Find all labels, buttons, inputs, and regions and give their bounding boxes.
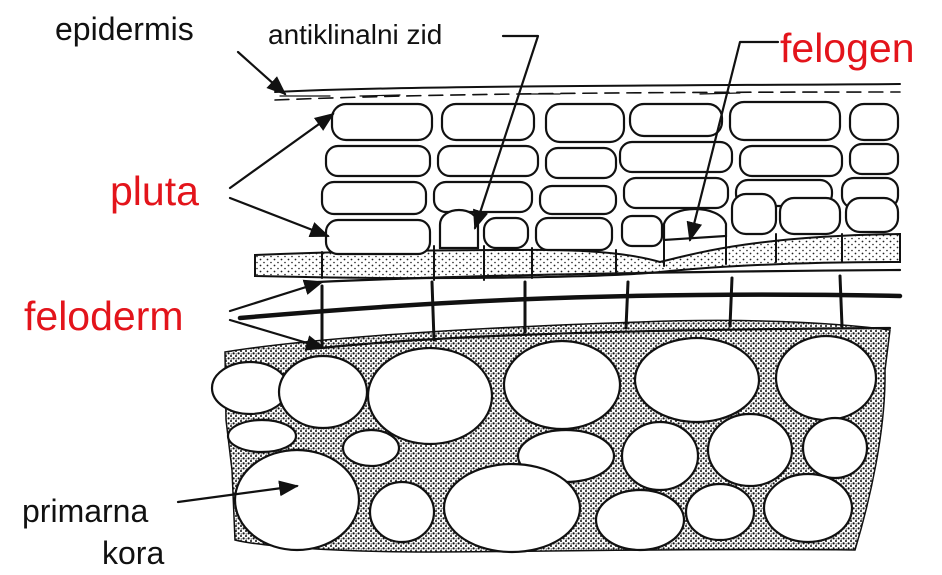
cork-cell	[322, 182, 426, 214]
cortex-cell	[504, 341, 620, 429]
cork-cell	[740, 146, 842, 176]
cortex-cell	[776, 336, 876, 420]
cortex-cell	[803, 418, 867, 478]
cork-cell	[846, 198, 898, 232]
phelloderm-leader-lower	[230, 320, 324, 348]
cork-cell	[326, 220, 430, 254]
cork-cell	[484, 218, 528, 248]
cortex-cell	[235, 450, 359, 550]
primary-cortex-tissue	[212, 320, 890, 552]
cork-cell	[622, 216, 662, 246]
cork-cell	[850, 104, 898, 140]
cork-cell	[440, 210, 478, 248]
label-primary-cortex-line2: kora	[102, 535, 164, 571]
phelloderm-leader-upper	[230, 282, 322, 311]
cork-cell	[546, 104, 624, 142]
cork-leader-lower	[230, 198, 328, 236]
cork-cell	[850, 144, 898, 174]
label-anticlinal-wall: antiklinalni zid	[268, 19, 442, 50]
cortex-cell	[368, 348, 492, 444]
cork-cell	[540, 186, 616, 214]
cork-cell	[332, 104, 432, 140]
epidermis-leader	[238, 52, 285, 94]
cortex-cell	[708, 414, 792, 486]
cork-cell	[630, 104, 722, 136]
cortex-cell	[279, 356, 367, 428]
cortex-cell	[764, 474, 852, 542]
cortex-cell	[686, 484, 754, 540]
cork-cell	[442, 104, 534, 140]
cork-cell	[730, 102, 840, 140]
cork-tissue	[322, 102, 898, 254]
cortex-cell	[596, 490, 684, 550]
cork-cell	[326, 146, 430, 176]
label-primary-cortex-line1: primarna	[22, 493, 148, 529]
cortex-cell	[635, 338, 759, 422]
label-cork: pluta	[110, 168, 199, 214]
cork-leader-upper	[230, 114, 333, 188]
epidermis-tissue	[275, 84, 900, 100]
cork-cell	[536, 218, 612, 250]
cork-cell	[620, 142, 732, 172]
cortex-cell	[212, 362, 288, 414]
label-epidermis: epidermis	[55, 11, 194, 47]
label-phellogen: felogen	[780, 25, 915, 71]
cortex-cell	[343, 430, 399, 466]
cortex-cell	[444, 464, 580, 552]
cork-cell	[438, 146, 538, 176]
cortex-cell	[370, 482, 434, 542]
cork-cell	[780, 198, 840, 234]
cork-cell	[624, 178, 728, 208]
cork-cell	[732, 194, 776, 234]
cortex-cell	[622, 422, 698, 490]
cork-cell	[546, 148, 616, 178]
label-phelloderm: feloderm	[24, 293, 184, 339]
cork-cell	[434, 182, 532, 212]
cortex-cell	[228, 420, 296, 452]
